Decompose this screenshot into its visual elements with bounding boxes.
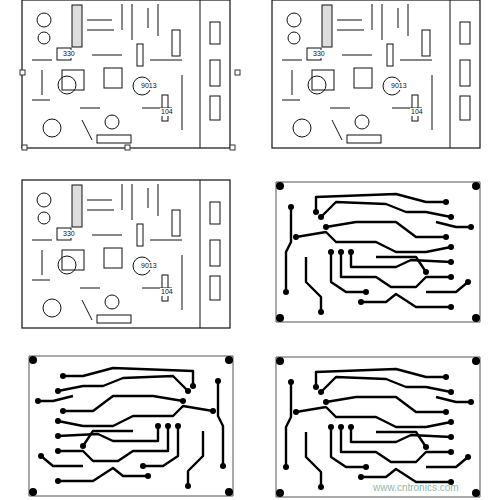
part-label: 104 — [160, 108, 174, 116]
silkscreen-panel — [22, 180, 230, 328]
copper-trace-panel — [29, 356, 233, 496]
copper-trace-panel — [276, 182, 480, 322]
part-label: 330 — [62, 50, 76, 58]
watermark: www.cntronics.com — [372, 484, 460, 492]
silkscreen-panel — [272, 0, 480, 148]
part-label: 330 — [312, 50, 326, 58]
part-label: 104 — [410, 108, 424, 116]
part-label: 9013 — [390, 82, 408, 90]
part-label: 104 — [160, 288, 174, 296]
part-label: 330 — [62, 230, 76, 238]
silkscreen-panel — [22, 0, 230, 148]
part-label: 9013 — [140, 82, 158, 90]
selection-handles — [20, 70, 240, 150]
copper-trace-panel — [276, 357, 480, 497]
part-label: 9013 — [140, 262, 158, 270]
